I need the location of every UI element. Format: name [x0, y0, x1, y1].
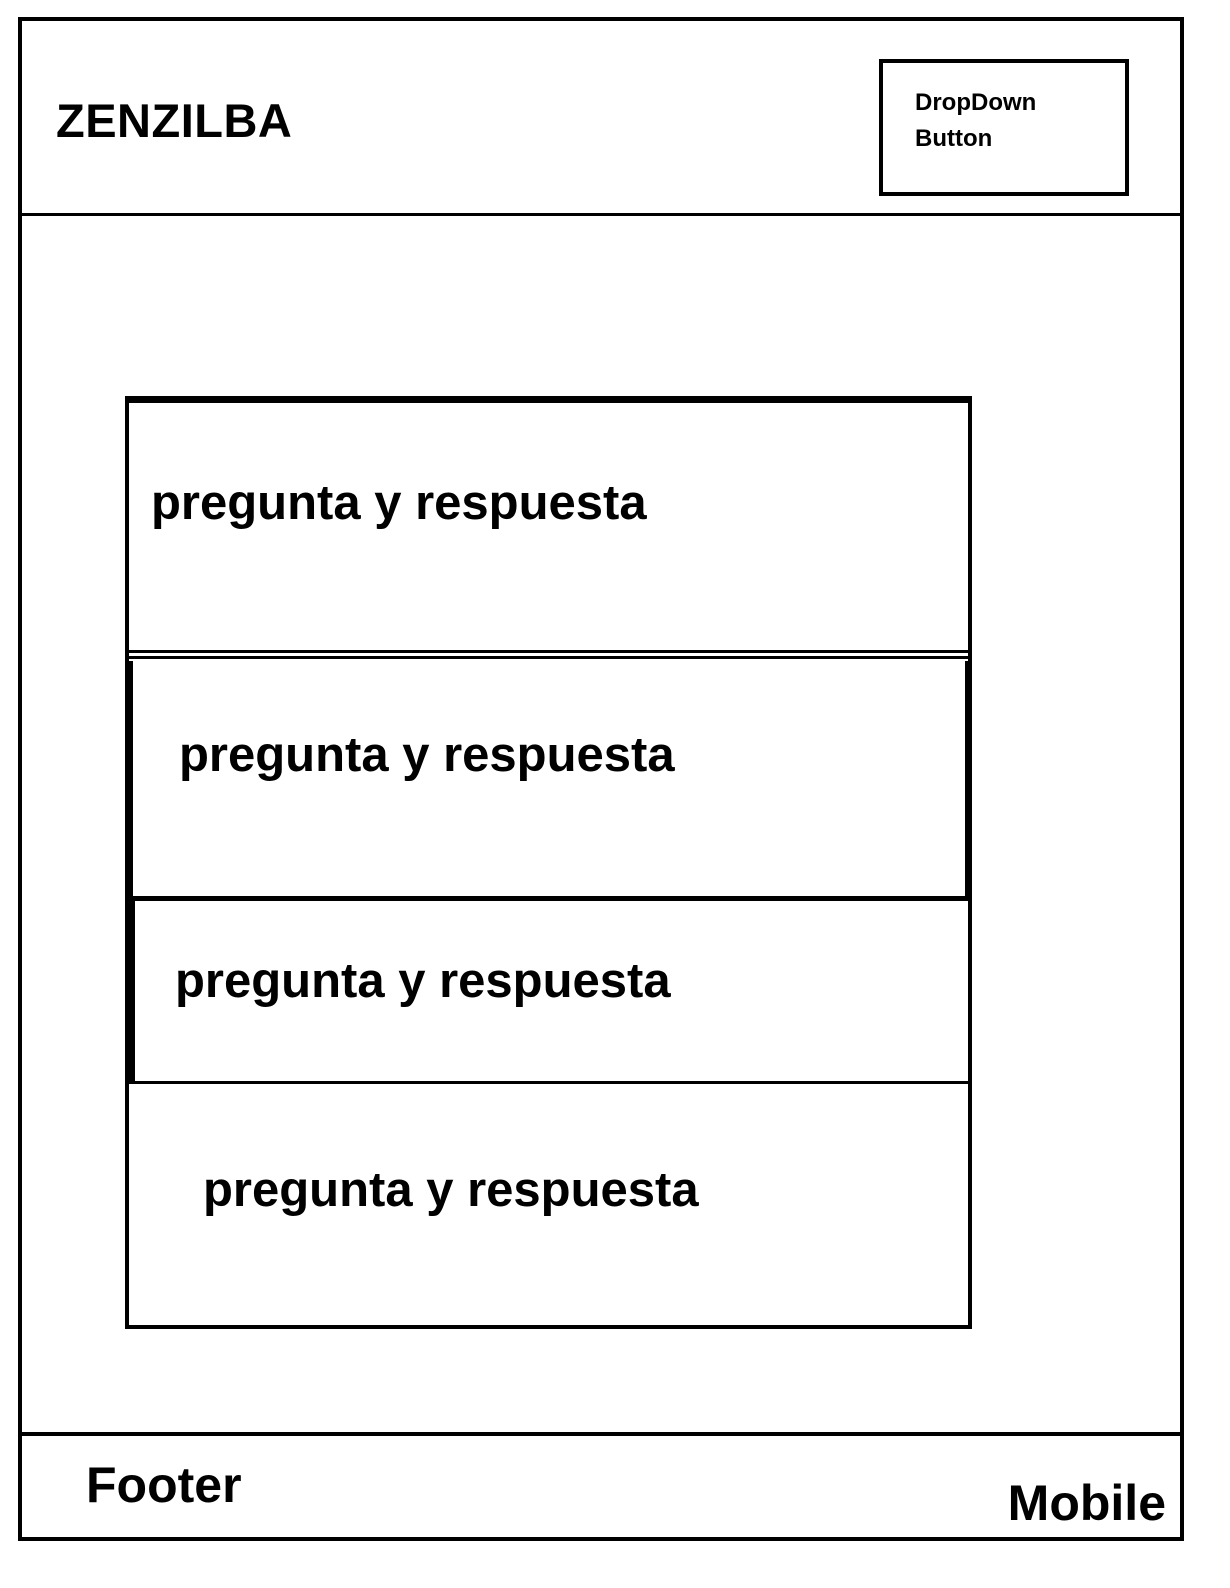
dropdown-button[interactable]: DropDown Button	[879, 59, 1129, 196]
faq-item-label: pregunta y respuesta	[179, 728, 675, 782]
faq-item[interactable]: pregunta y respuesta	[129, 901, 968, 1084]
brand-logo[interactable]: ZENZILBA	[56, 94, 293, 147]
footer: Footer Mobile	[18, 1432, 1184, 1541]
faq-item-label: pregunta y respuesta	[203, 1163, 699, 1217]
faq-item[interactable]: pregunta y respuesta	[129, 661, 968, 901]
faq-item[interactable]: pregunta y respuesta	[129, 403, 968, 659]
faq-item-label: pregunta y respuesta	[175, 954, 671, 1008]
faq-item[interactable]: pregunta y respuesta	[129, 1084, 968, 1329]
dropdown-button-label: DropDown Button	[915, 89, 1037, 152]
faq-list: pregunta y respuesta pregunta y respuest…	[125, 396, 972, 1329]
page-frame	[18, 17, 1184, 1541]
faq-item-label: pregunta y respuesta	[151, 476, 647, 530]
header: ZENZILBA DropDown Button	[18, 17, 1184, 216]
footer-label: Footer	[86, 1457, 242, 1513]
device-label: Mobile	[1007, 1475, 1166, 1531]
